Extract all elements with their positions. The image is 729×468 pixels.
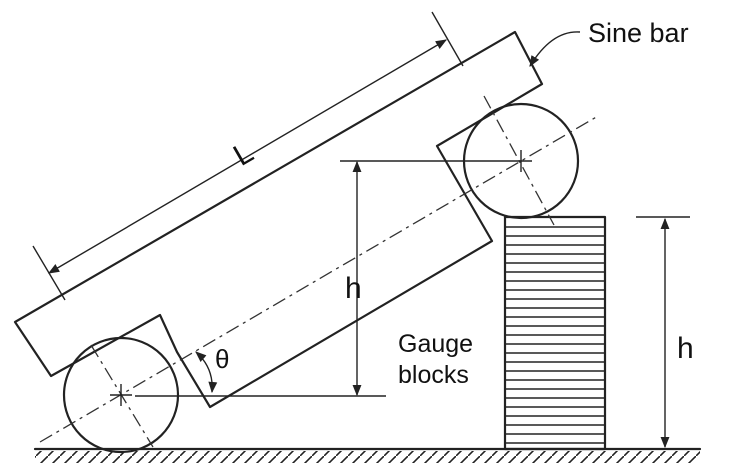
length-label: L — [228, 136, 259, 173]
length-dimension — [32, 11, 464, 301]
angle-label: θ — [215, 344, 229, 374]
gauge-blocks-label-line2: blocks — [398, 361, 469, 389]
angle-arc — [195, 351, 218, 394]
centre-lines — [39, 95, 599, 448]
block-height-dimension — [636, 216, 690, 449]
center-height-dimension — [135, 160, 510, 397]
sine-bar-label: Sine bar — [588, 18, 689, 48]
sine-bar-leader — [529, 31, 581, 67]
left-roller — [62, 336, 180, 454]
gauge-blocks-label-line1: Gauge — [398, 330, 473, 358]
block-height-label: h — [677, 332, 694, 365]
gauge-block-stack — [503, 215, 607, 451]
center-height-label: h — [345, 272, 362, 305]
